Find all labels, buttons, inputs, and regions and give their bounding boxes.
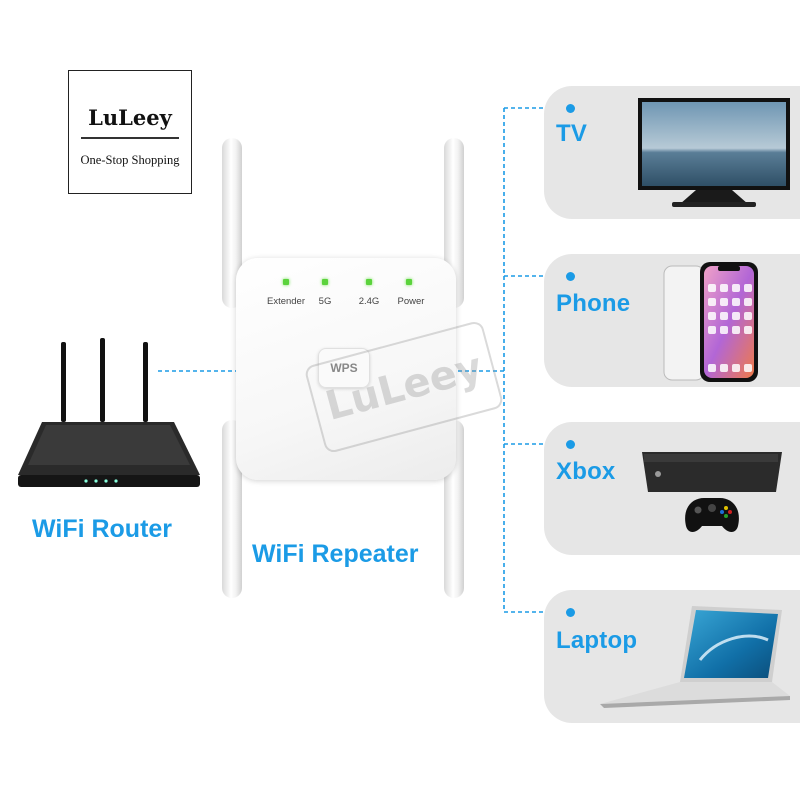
laptop-image [600,606,790,708]
indicator-label-5g: 5G [318,296,332,307]
laptop-connector-dot [566,608,575,617]
tv-connector-dot [566,104,575,113]
tv-image [638,98,790,207]
indicator-label-2-4g: 2.4G [358,296,380,307]
device-label-laptop: Laptop [556,627,638,654]
router-caption: WiFi Router [32,515,173,543]
led-5g [322,279,328,285]
wps-button[interactable]: WPS [318,348,370,388]
brand-logo: LuLeey One-Stop Shopping [68,70,192,194]
indicator-label-power: Power [397,296,425,307]
logo-tagline: One-Stop Shopping [80,153,180,167]
wifi-router-image [18,338,200,487]
led-extender [283,279,289,285]
logo-divider [81,137,179,139]
indicator-label-extender: Extender [266,296,306,307]
led-power [406,279,412,285]
phone-image [663,262,758,382]
logo-brand-name: LuLeey [88,105,172,130]
led-2-4g [366,279,372,285]
xbox-connector-dot [566,440,575,449]
device-label-tv: TV [556,120,588,147]
antenna-top-left [222,138,242,308]
device-label-phone: Phone [556,290,631,317]
xbox-image [642,452,782,532]
phone-connector-dot [566,272,575,281]
repeater-caption: WiFi Repeater [252,540,419,568]
device-label-xbox: Xbox [556,458,616,485]
